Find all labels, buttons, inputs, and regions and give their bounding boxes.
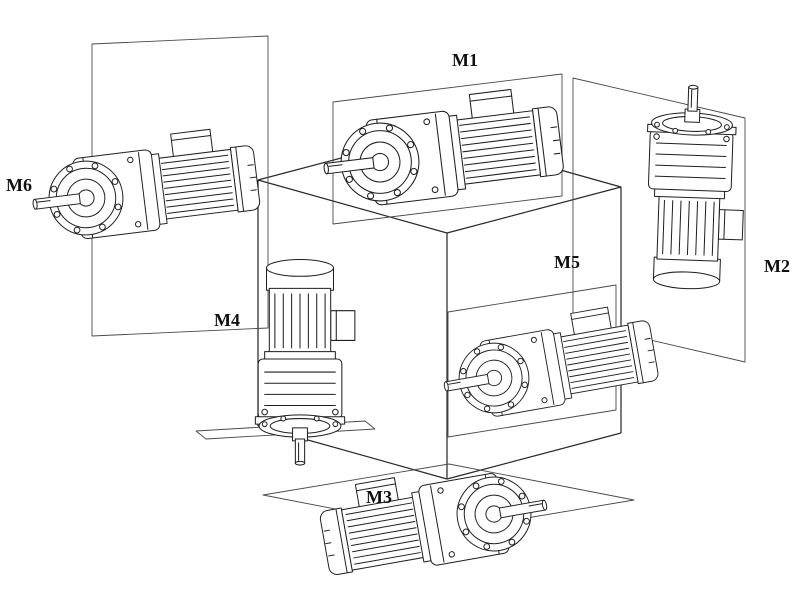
mounting-plane-m5 xyxy=(447,284,617,438)
label-m2: M2 xyxy=(764,256,790,276)
mounting-plane-m1 xyxy=(332,73,563,225)
gearmotor-m5-drawing xyxy=(435,299,661,425)
label-m4: M4 xyxy=(214,310,240,330)
gearmotor-m1-drawing xyxy=(316,83,566,212)
label-m5: M5 xyxy=(554,252,580,272)
gearmotor-m6-drawing xyxy=(26,123,263,246)
label-m1: M1 xyxy=(452,50,478,70)
label-m6: M6 xyxy=(6,175,32,195)
mounting-plane-m6 xyxy=(91,35,269,337)
gearmotor-m3-drawing xyxy=(314,451,554,585)
gearmotor-m4-drawing xyxy=(254,259,356,466)
label-m3: M3 xyxy=(366,487,392,507)
